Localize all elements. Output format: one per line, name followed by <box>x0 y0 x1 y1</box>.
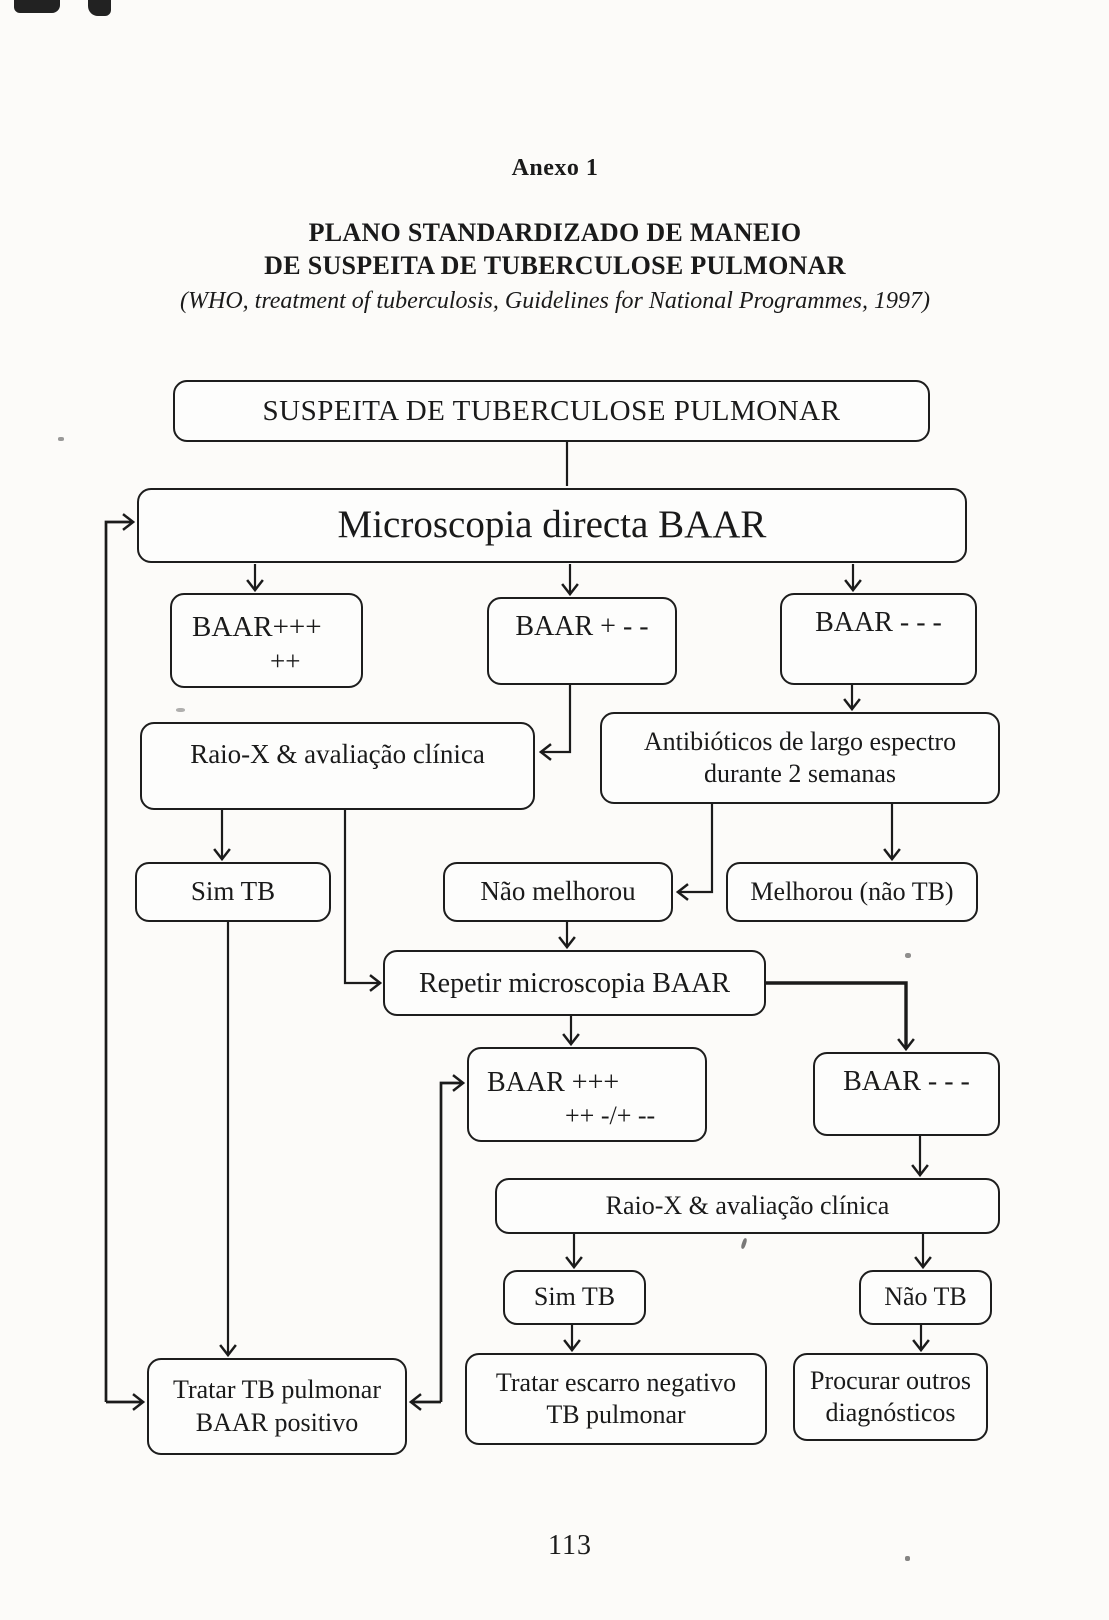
node-microscopia-directa: Microscopia directa BAAR <box>137 488 967 563</box>
edge-baar-mixed-raiox1 <box>538 685 572 761</box>
node-label-line1: Antibióticos de largo espectro <box>643 726 957 756</box>
node-label-line1: Tratar TB pulmonar <box>173 1375 381 1404</box>
page-title-line2: DE SUSPEITA DE TUBERCULOSE PULMONAR <box>264 251 846 280</box>
node-label: Melhorou (não TB) <box>750 876 954 906</box>
node-label-line2: TB pulmonar <box>546 1400 686 1429</box>
node-repetir-microscopia: Repetir microscopia BAAR <box>383 950 766 1016</box>
source-citation: (WHO, treatment of tuberculosis, Guideli… <box>180 288 930 314</box>
node-suspeita-tuberculose: SUSPEITA DE TUBERCULOSE PULMONAR <box>173 380 930 442</box>
edge-loop-into-baar-high2 <box>439 1074 466 1402</box>
node-label: Sim TB <box>190 876 276 907</box>
node-procurar-diagnosticos: Procurar outros diagnósticos <box>793 1353 988 1441</box>
edge-antibioticos-naomelhorou <box>675 804 714 901</box>
node-label-line2: diagnósticos <box>825 1398 956 1427</box>
node-label: Não TB <box>884 1282 967 1312</box>
node-label-line2: ++ <box>270 645 301 676</box>
node-label-line1: Procurar outros <box>809 1365 971 1395</box>
node-label: BAAR + - - <box>515 611 649 642</box>
node-label: Raio-X & avaliação clínica <box>190 739 485 770</box>
scan-artifact <box>176 708 185 712</box>
scan-artifact <box>905 953 911 958</box>
scan-artifact <box>88 0 111 16</box>
page-title-line1: PLANO STANDARDIZADO DE MANEIO <box>308 218 802 247</box>
node-label: SUSPEITA DE TUBERCULOSE PULMONAR <box>262 394 841 427</box>
node-label: BAAR - - - <box>815 607 942 638</box>
node-baar-high-positive-2: BAAR +++ ++ -/+ -- <box>467 1047 707 1142</box>
node-label-line1: BAAR +++ <box>487 1066 620 1098</box>
node-label-line1: Tratar escarro negativo <box>495 1367 737 1397</box>
node-baar-mixed: BAAR + - - <box>487 597 677 685</box>
scan-artifact <box>905 1556 910 1561</box>
node-tratar-escarro-negativo: Tratar escarro negativo TB pulmonar <box>465 1353 767 1445</box>
edge-raiox1-repetir <box>343 810 383 992</box>
node-antibioticos: Antibióticos de largo espectro durante 2… <box>600 712 1000 804</box>
node-label-line1: BAAR+++ <box>192 610 322 643</box>
node-baar-high-positive: BAAR+++ ++ <box>170 593 363 688</box>
node-label-line2: durante 2 semanas <box>703 759 897 788</box>
annex-heading: Anexo 1 <box>511 155 599 181</box>
node-baar-negative: BAAR - - - <box>780 593 977 685</box>
node-label: Microscopia directa BAAR <box>337 503 767 547</box>
node-nao-melhorou: Não melhorou <box>443 862 673 922</box>
node-label-line2: ++ -/+ -- <box>565 1100 656 1130</box>
node-label: Não melhorou <box>480 876 636 907</box>
edge-feedback-into-microscopia <box>104 513 136 1402</box>
node-label: Raio-X & avaliação clínica <box>605 1190 890 1220</box>
node-raiox-avaliacao-1: Raio-X & avaliação clínica <box>140 722 535 810</box>
scan-artifact <box>58 437 64 441</box>
node-label: BAAR - - - <box>843 1066 970 1097</box>
page-number: 113 <box>548 1530 592 1561</box>
node-sim-tb-2: Sim TB <box>503 1270 646 1325</box>
node-raiox-avaliacao-2: Raio-X & avaliação clínica <box>495 1178 1000 1234</box>
node-sim-tb-1: Sim TB <box>135 862 331 922</box>
scan-artifact <box>740 1237 748 1250</box>
scan-artifact <box>14 0 60 13</box>
node-tratar-tb-pulmonar: Tratar TB pulmonar BAAR positivo <box>147 1358 407 1455</box>
node-label: Sim TB <box>533 1282 616 1312</box>
node-nao-tb: Não TB <box>859 1270 992 1325</box>
edge-repetir-baar-neg2 <box>766 981 915 1052</box>
node-label: Repetir microscopia BAAR <box>418 967 731 999</box>
node-baar-negative-2: BAAR - - - <box>813 1052 1000 1136</box>
node-label-line2: BAAR positivo <box>195 1407 359 1437</box>
node-melhorou-nao-tb: Melhorou (não TB) <box>726 862 978 922</box>
